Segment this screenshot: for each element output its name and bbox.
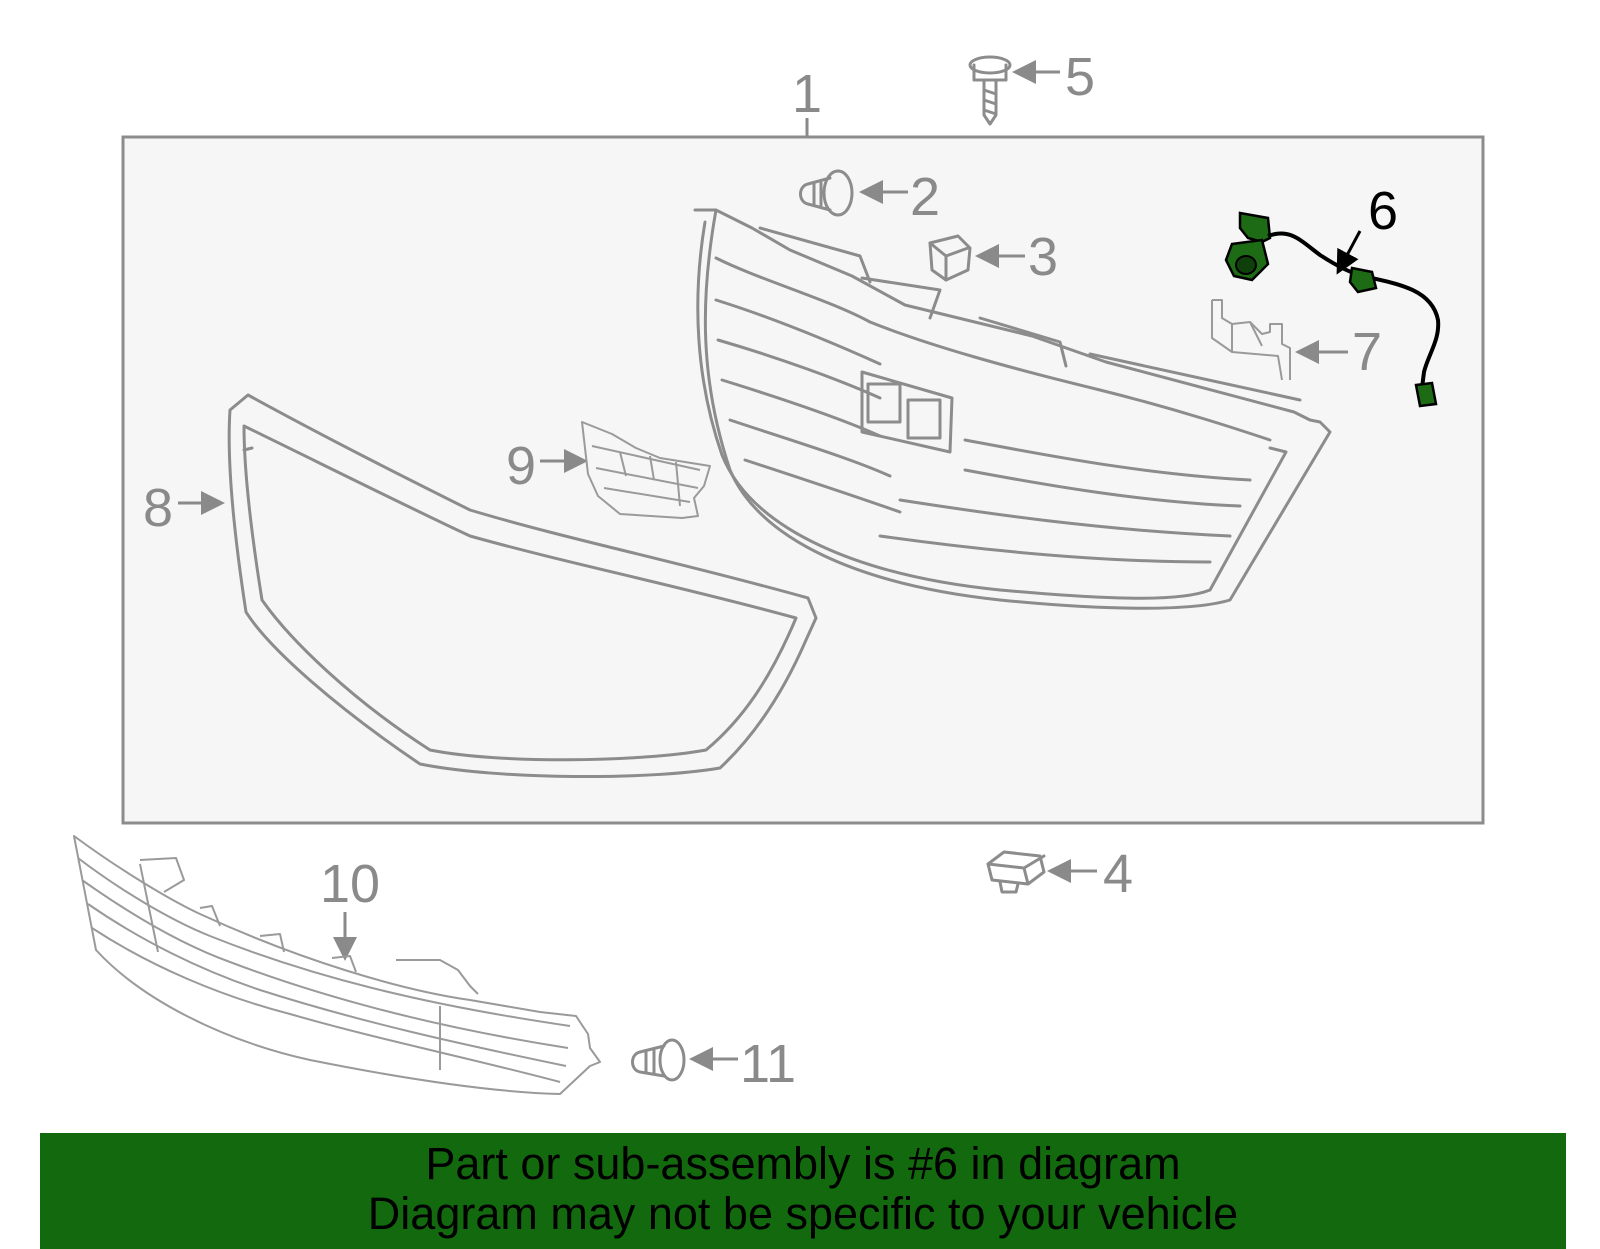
banner-line-1: Part or sub-assembly is #6 in diagram: [425, 1138, 1181, 1189]
banner-line-2: Diagram may not be specific to your vehi…: [367, 1188, 1239, 1239]
clip-part-2: [799, 169, 854, 217]
callout-4: 4: [1103, 844, 1133, 904]
callout-8: 8: [143, 478, 173, 538]
lower-grille-part-10: [73, 835, 601, 1095]
callout-3: 3: [1028, 227, 1058, 287]
callout-2: 2: [910, 167, 940, 227]
callout-7: 7: [1352, 322, 1382, 382]
emblem-part-9: [581, 421, 711, 519]
callout-11: 11: [740, 1034, 796, 1094]
callout-1: 1: [792, 64, 822, 124]
callout-10: 10: [320, 854, 380, 914]
grille-part-1: [693, 208, 1332, 610]
retainer-part-3: [928, 234, 972, 282]
clip-part-11: [631, 1038, 686, 1082]
bracket-part-7: [1211, 299, 1291, 381]
callout-5: 5: [1065, 47, 1095, 107]
info-banner: Part or sub-assembly is #6 in diagram Di…: [40, 1133, 1566, 1249]
bolt-part-5: [968, 55, 1012, 126]
callout-6: 6: [1368, 181, 1398, 241]
camera-part-6: [1224, 211, 1441, 408]
frame-part-8: [227, 393, 818, 779]
retainer-part-4: [986, 850, 1046, 894]
callout-9: 9: [506, 436, 536, 496]
